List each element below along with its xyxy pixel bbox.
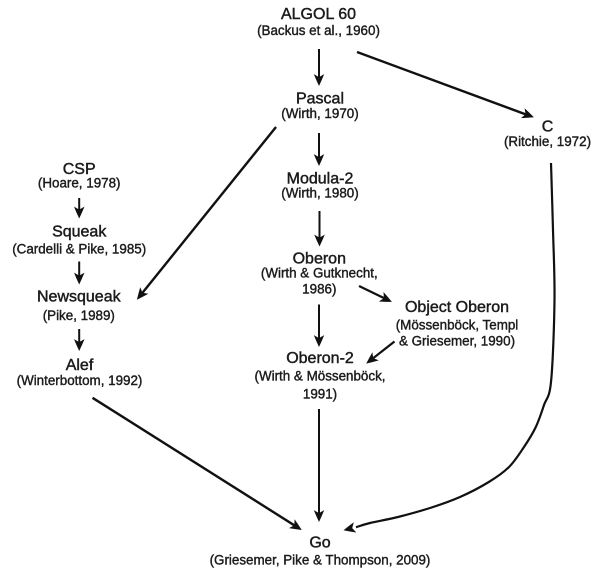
svg-text:(Wirth & Mössenböck,: (Wirth & Mössenböck, bbox=[255, 368, 386, 383]
svg-text:(Wirth & Gutknecht,: (Wirth & Gutknecht, bbox=[261, 266, 378, 281]
svg-text:Squeak: Squeak bbox=[52, 224, 107, 241]
svg-text:ALGOL 60: ALGOL 60 bbox=[281, 6, 356, 23]
svg-text:(Backus et al., 1960): (Backus et al., 1960) bbox=[257, 23, 380, 38]
svg-text:(Ritchie, 1972): (Ritchie, 1972) bbox=[504, 134, 591, 149]
svg-text:(Pike, 1989): (Pike, 1989) bbox=[43, 308, 115, 323]
svg-text:& Griesemer, 1990): & Griesemer, 1990) bbox=[399, 334, 515, 349]
svg-text:(Griesemer, Pike & Thompson, 2: (Griesemer, Pike & Thompson, 2009) bbox=[210, 552, 431, 567]
svg-text:Oberon: Oberon bbox=[293, 250, 346, 267]
svg-text:1986): 1986) bbox=[302, 282, 336, 297]
svg-text:Oberon-2: Oberon-2 bbox=[286, 350, 354, 367]
svg-text:Pascal: Pascal bbox=[296, 90, 344, 107]
svg-text:Newsqueak: Newsqueak bbox=[37, 289, 122, 306]
svg-text:1991): 1991) bbox=[303, 386, 337, 401]
svg-text:C: C bbox=[542, 119, 554, 136]
svg-text:CSP: CSP bbox=[63, 161, 96, 178]
svg-text:(Winterbottom, 1992): (Winterbottom, 1992) bbox=[17, 373, 143, 388]
svg-text:(Wirth, 1980): (Wirth, 1980) bbox=[281, 186, 358, 201]
svg-text:(Wirth, 1970): (Wirth, 1970) bbox=[281, 106, 358, 121]
svg-text:Object Oberon: Object Oberon bbox=[405, 299, 509, 316]
svg-text:(Mössenböck, Templ: (Mössenböck, Templ bbox=[396, 318, 519, 333]
svg-text:(Hoare, 1978): (Hoare, 1978) bbox=[38, 175, 121, 190]
svg-text:Alef: Alef bbox=[66, 357, 94, 374]
svg-text:Go: Go bbox=[309, 535, 330, 552]
svg-text:Modula-2: Modula-2 bbox=[287, 170, 354, 187]
svg-text:(Cardelli & Pike, 1985): (Cardelli & Pike, 1985) bbox=[12, 241, 146, 256]
